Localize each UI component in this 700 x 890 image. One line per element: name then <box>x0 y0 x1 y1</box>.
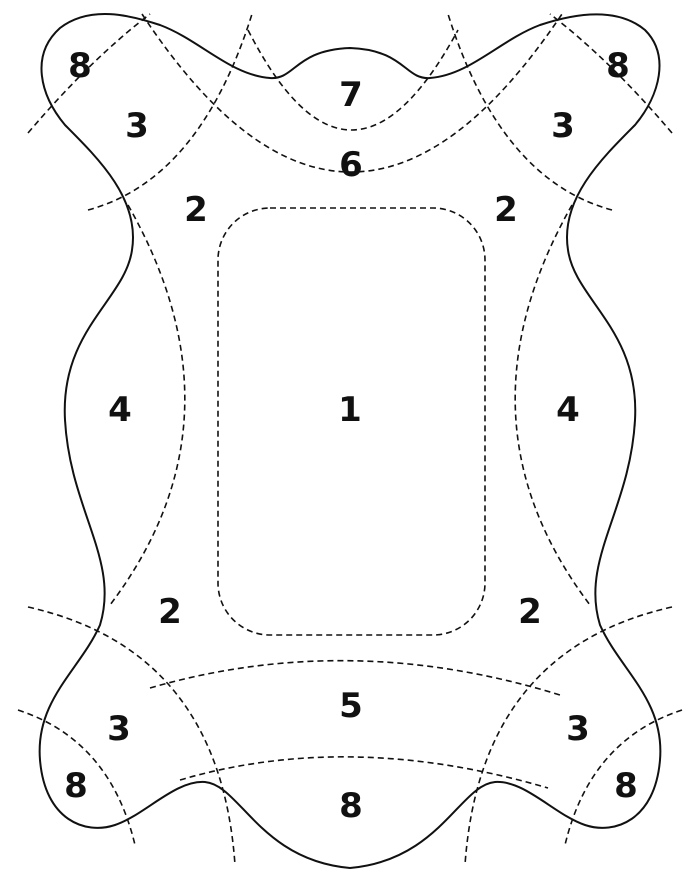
left-4-boundary <box>109 204 186 606</box>
zone-label-4-right: 4 <box>556 390 580 430</box>
zone-label-3-bottom-right: 3 <box>566 709 590 749</box>
zone-label-8-top-right: 8 <box>606 46 630 86</box>
zone-label-8-bottom-center: 8 <box>339 786 363 826</box>
zone-5-upper-arc <box>149 659 561 696</box>
zone-label-2-top-right: 2 <box>494 190 518 230</box>
bottom-left-3-arc <box>27 606 236 866</box>
zone-label-2-top-left: 2 <box>184 190 208 230</box>
zone-label-3-top-left: 3 <box>125 106 149 146</box>
zone-6-outer-arc <box>141 13 563 173</box>
zone-label-5: 5 <box>339 686 363 726</box>
zone-label-3-top-right: 3 <box>551 106 575 146</box>
zone-label-7: 7 <box>339 75 363 115</box>
top-left-3-arc <box>27 13 151 134</box>
bottom-right-8-arc <box>564 709 683 846</box>
zone-label-1: 1 <box>338 390 362 430</box>
zone-8-upper-arc <box>179 756 549 789</box>
zone-7-arc <box>247 29 459 131</box>
top-right-3-arc <box>549 13 673 134</box>
zone-label-2-bottom-right: 2 <box>518 592 542 632</box>
right-4-boundary <box>514 204 591 606</box>
zone-label-4-left: 4 <box>108 390 132 430</box>
top-left-2-arc <box>87 13 253 211</box>
bottom-right-3-arc <box>464 606 673 866</box>
outer-outline <box>38 12 662 870</box>
zone-label-3-bottom-left: 3 <box>107 709 131 749</box>
zone-label-6: 6 <box>339 145 363 185</box>
zone-label-8-bottom-right: 8 <box>614 766 638 806</box>
top-right-2-arc <box>447 13 613 211</box>
zone-label-8-bottom-left: 8 <box>64 766 88 806</box>
zone-label-8-top-left: 8 <box>68 46 92 86</box>
zone-1-boundary <box>217 207 486 636</box>
zone-label-2-bottom-left: 2 <box>158 592 182 632</box>
bottom-left-8-arc <box>17 709 136 846</box>
